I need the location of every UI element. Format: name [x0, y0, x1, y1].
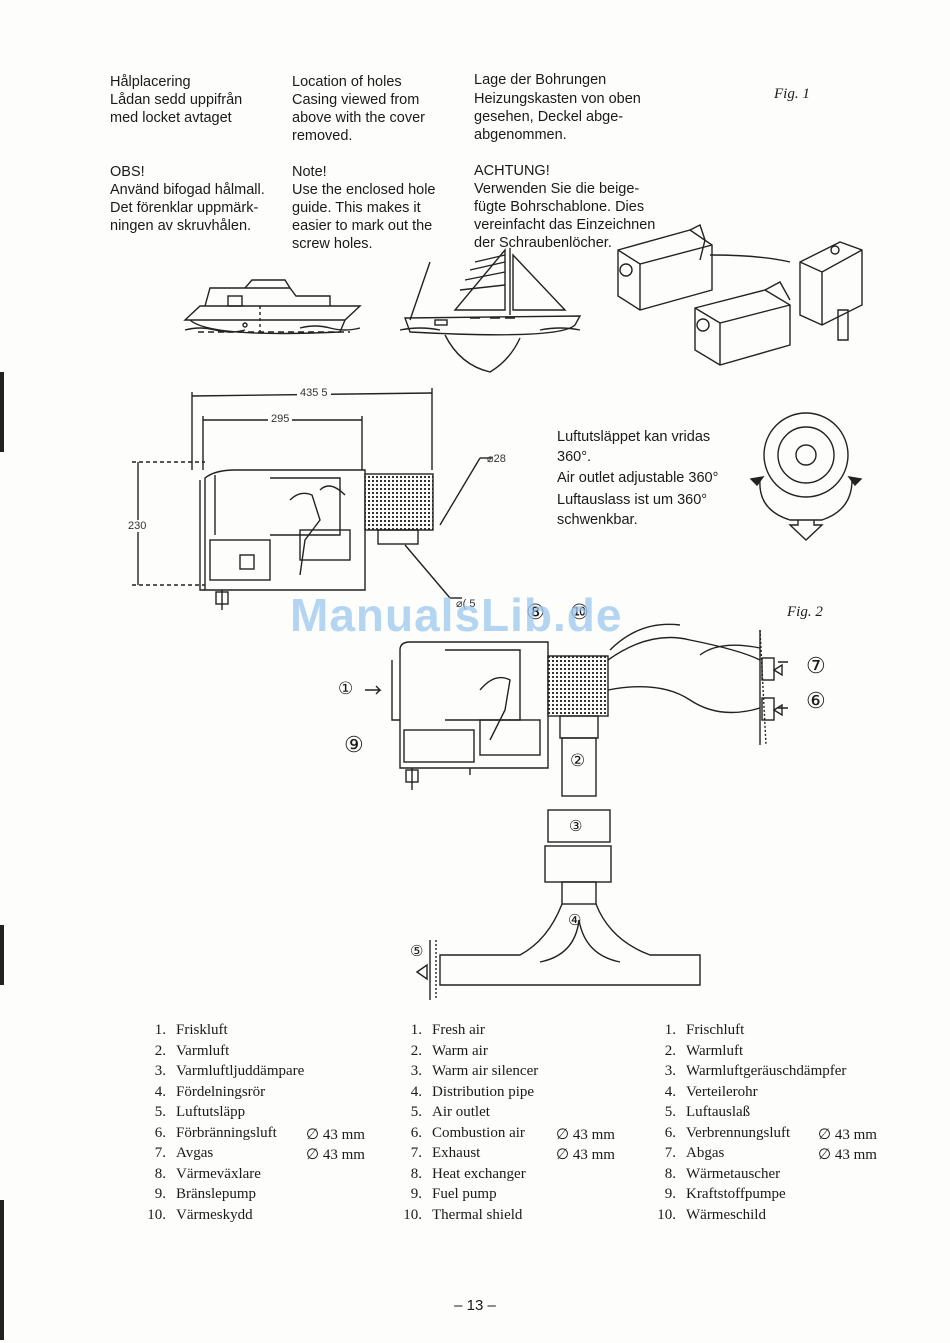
legend-item: 4.Fördelningsrör: [154, 1083, 266, 1100]
inner-width-label: 295: [268, 413, 293, 425]
motorboat-illustration: [183, 279, 362, 335]
legend-item: 2.Warmluft: [664, 1042, 744, 1059]
legend-item: 3.Varmluftljuddämpare: [154, 1063, 305, 1079]
rotation-360-icon: [749, 412, 863, 541]
outlet-note-german: Luftauslass ist um 360° schwenkbar.: [557, 492, 708, 528]
legend-german: 1.Frischluft 2.Warmluft 3.Warmluftgeräus…: [650, 1022, 900, 1227]
legend-dimension: ∅ 43 mm: [556, 1147, 615, 1163]
legend-item: 8.Heat exchanger: [410, 1165, 526, 1182]
legend-item: 8.Värmeväxlare: [154, 1165, 261, 1182]
outlet-note-swedish: Luftutsläppet kan vridas 360°.: [557, 429, 711, 465]
german-note-title: ACHTUNG!: [474, 163, 550, 179]
callout-5: ⑤: [410, 943, 424, 960]
outlet-diameter-label: ⌀28: [487, 453, 506, 465]
swedish-title: Hålplacering: [110, 74, 191, 90]
legend-item: 3.Warmluftgeräuschdämpfer: [664, 1063, 847, 1079]
english-title: Location of holes: [292, 74, 402, 90]
heater-units-illustration: [617, 224, 863, 366]
binder-mark: [0, 925, 4, 985]
small-diameter-label: ⌀( 5: [456, 598, 476, 610]
swedish-note-body: Använd bifogad hålmall. Det förenklar up…: [110, 182, 265, 234]
german-title: Lage der Bohrungen: [474, 72, 607, 88]
callout-4: ④: [568, 912, 582, 929]
legend-item: 5.Luftutsläpp: [154, 1104, 246, 1120]
legend-dimension: ∅ 43 mm: [556, 1126, 615, 1143]
legend-dimension: ∅ 43 mm: [818, 1126, 877, 1143]
sailboat-illustration: [399, 248, 582, 373]
legend-item: 5.Luftauslaß: [664, 1104, 751, 1120]
legend-item: 1.Friskluft: [154, 1022, 228, 1038]
legend-item: 1.Fresh air: [410, 1022, 485, 1038]
callout-1: ①: [338, 679, 354, 698]
heater-dimension-drawing: [132, 388, 492, 610]
overall-width-label: 435 5: [297, 387, 331, 399]
installation-system-drawing: [365, 623, 788, 1000]
legend-item: 2.Varmluft: [154, 1042, 230, 1059]
outlet-note-english: Air outlet adjustable 360°: [557, 470, 719, 486]
legend-item: 7.Avgas∅ 43 mm: [154, 1145, 365, 1163]
german-note-body: Verwenden Sie die beige- fügte Bohrschab…: [474, 181, 656, 251]
watermark: ManualsLib.de: [290, 589, 623, 641]
legend-item: 1.Frischluft: [664, 1022, 745, 1038]
swedish-note-title: OBS!: [110, 164, 145, 180]
legend-dimension: ∅ 43 mm: [306, 1126, 365, 1143]
english-body: Casing viewed from above with the cover …: [292, 92, 425, 144]
legend-item: 4.Distribution pipe: [410, 1083, 535, 1100]
figure-1-caption: Fig. 1: [774, 86, 810, 102]
callout-8: ⑧: [526, 601, 545, 624]
legend-dimension: ∅ 43 mm: [818, 1147, 877, 1163]
legend-swedish: 1.Friskluft 2.Varmluft 3.Varmluftljuddäm…: [140, 1022, 380, 1227]
legend-dimension: ∅ 43 mm: [306, 1147, 365, 1163]
callout-3: ③: [569, 818, 583, 835]
legend-item: 9.Fuel pump: [410, 1186, 497, 1202]
english-note-body: Use the enclosed hole guide. This makes …: [292, 182, 436, 252]
legend-item: 5.Air outlet: [410, 1104, 490, 1120]
legend-item: 7.Exhaust∅ 43 mm: [410, 1145, 615, 1163]
legend-item: 2.Warm air: [410, 1042, 488, 1059]
callout-7: ⑦: [806, 653, 826, 678]
binder-mark: [0, 372, 4, 452]
legend-item: 8.Wärmetauscher: [664, 1165, 781, 1182]
swedish-body: Lådan sedd uppifrån med locket avtaget: [110, 92, 243, 126]
legend-item: 7.Abgas∅ 43 mm: [664, 1145, 877, 1163]
legend-item: 10.Wärmeschild: [657, 1206, 766, 1223]
legend-item: 4.Verteilerohr: [664, 1083, 758, 1100]
english-note-title: Note!: [292, 164, 327, 180]
callout-9: ⑨: [344, 732, 364, 757]
legend-item: 6.Combustion air∅ 43 mm: [410, 1124, 615, 1143]
legend-item: 3.Warm air silencer: [410, 1063, 539, 1079]
german-body: Heizungskasten von oben gesehen, Deckel …: [474, 91, 641, 143]
page-number: – 13 –: [454, 1297, 496, 1314]
legend-item: 10.Thermal shield: [403, 1206, 523, 1223]
legend-item: 10.Värmeskydd: [147, 1206, 253, 1223]
legend-english: 1.Fresh air 2.Warm air 3.Warm air silenc…: [396, 1022, 636, 1227]
binder-mark: [0, 1200, 4, 1340]
callout-2: ②: [570, 751, 586, 770]
callout-10: ⑩: [570, 601, 589, 624]
height-label: 230: [128, 520, 147, 532]
legend-item: 9.Bränslepump: [154, 1186, 256, 1202]
callout-6: ⑥: [806, 688, 826, 713]
legend-item: 6.Verbrennungsluft∅ 43 mm: [664, 1124, 877, 1143]
legend-item: 9.Kraftstoffpumpe: [664, 1186, 786, 1202]
legend-item: 6.Förbränningsluft∅ 43 mm: [154, 1124, 365, 1143]
figure-2-caption: Fig. 2: [787, 604, 823, 620]
